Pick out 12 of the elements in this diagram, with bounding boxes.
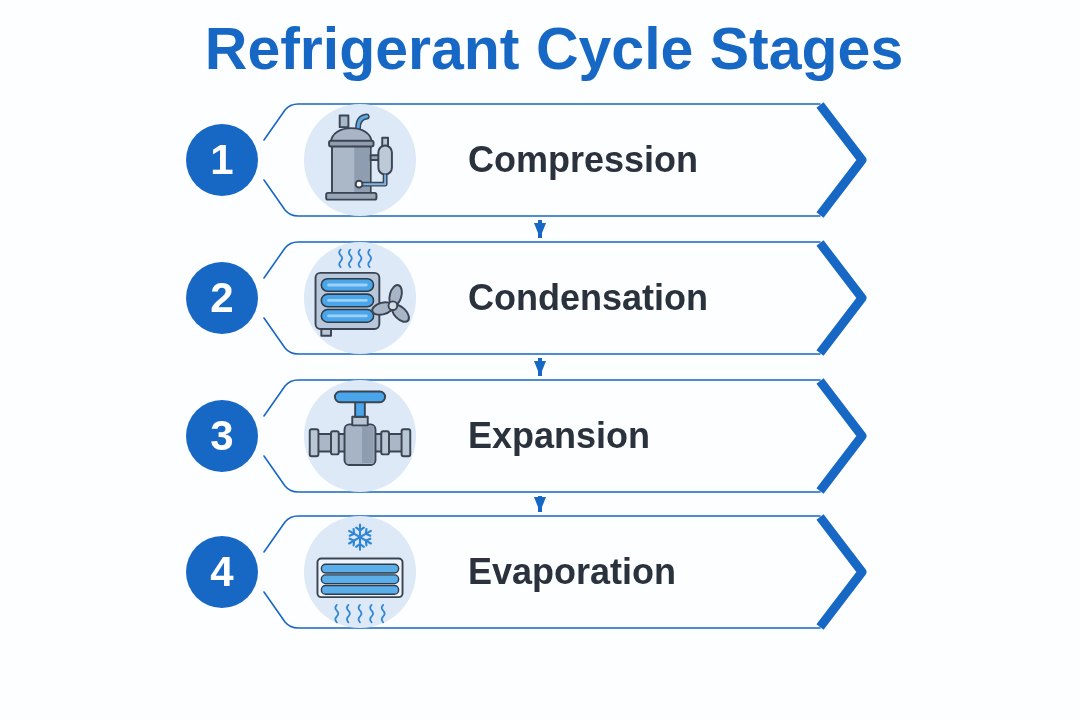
stage-label: Compression: [468, 139, 699, 181]
step-number: 2: [186, 262, 258, 334]
stage-label: Evaporation: [468, 551, 677, 593]
step-number: 4: [186, 536, 258, 608]
flow-arrow: [534, 358, 546, 376]
stage-label: Condensation: [468, 277, 708, 319]
diagram-title: Refrigerant Cycle Stages: [204, 17, 904, 82]
stage-label: Expansion: [468, 415, 651, 457]
flow-arrow: [534, 496, 546, 512]
step-number: 1: [186, 124, 258, 196]
step-number: 3: [186, 400, 258, 472]
flow-arrow: [534, 220, 546, 238]
